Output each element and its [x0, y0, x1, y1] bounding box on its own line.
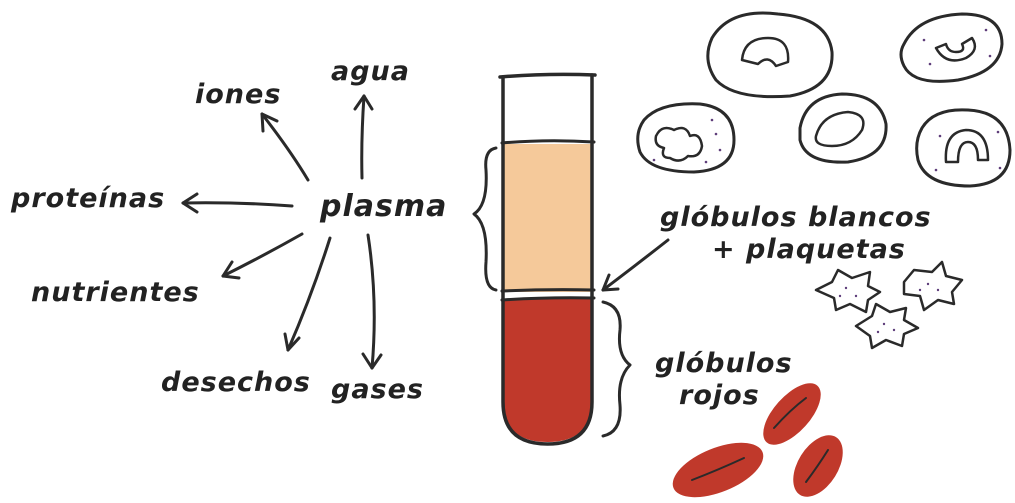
arrow-to-iones [262, 114, 308, 180]
label-plasma: plasma [319, 189, 447, 224]
platelet-icon [904, 262, 962, 310]
white-blood-cell-icon [708, 13, 832, 97]
arrow-to-buffy-coat [603, 240, 668, 290]
arrow-to-gases [363, 235, 381, 368]
label-proteinas: proteínas [10, 183, 165, 214]
arrow-to-nutrientes [223, 234, 302, 278]
label-iones: iones [195, 79, 281, 110]
plasma-concept-map: iones agua proteínas plasma nutrientes d… [10, 56, 447, 405]
arrow-to-agua [355, 96, 372, 178]
arrow-to-proteinas [183, 194, 292, 212]
brace-icon [603, 302, 630, 436]
label-nutrientes: nutrientes [31, 277, 200, 308]
arrow-to-desechos [285, 238, 330, 350]
white-blood-cell-icon [901, 14, 1002, 81]
white-blood-cell-icon [917, 110, 1010, 186]
label-white-cells-line2: + plaquetas [712, 234, 906, 265]
red-blood-cell-icon [783, 427, 853, 503]
label-red-cells-line2: rojos [679, 380, 760, 411]
red-blood-cell-icon [665, 432, 770, 503]
tube-rim [500, 74, 595, 77]
white-blood-cell-icon [800, 94, 886, 162]
label-red-cells-line1: glóbulos [655, 348, 793, 379]
brace-icon [474, 148, 496, 290]
label-desechos: desechos [161, 367, 311, 398]
label-gases: gases [331, 374, 424, 405]
red-cell-layer [503, 299, 592, 442]
plasma-layer [503, 144, 592, 292]
white-blood-cell-icon [638, 104, 734, 172]
test-tube-icon [500, 74, 595, 444]
label-agua: agua [331, 56, 410, 87]
label-white-cells-line1: glóbulos blancos [660, 202, 932, 233]
platelet-icon [816, 270, 880, 312]
